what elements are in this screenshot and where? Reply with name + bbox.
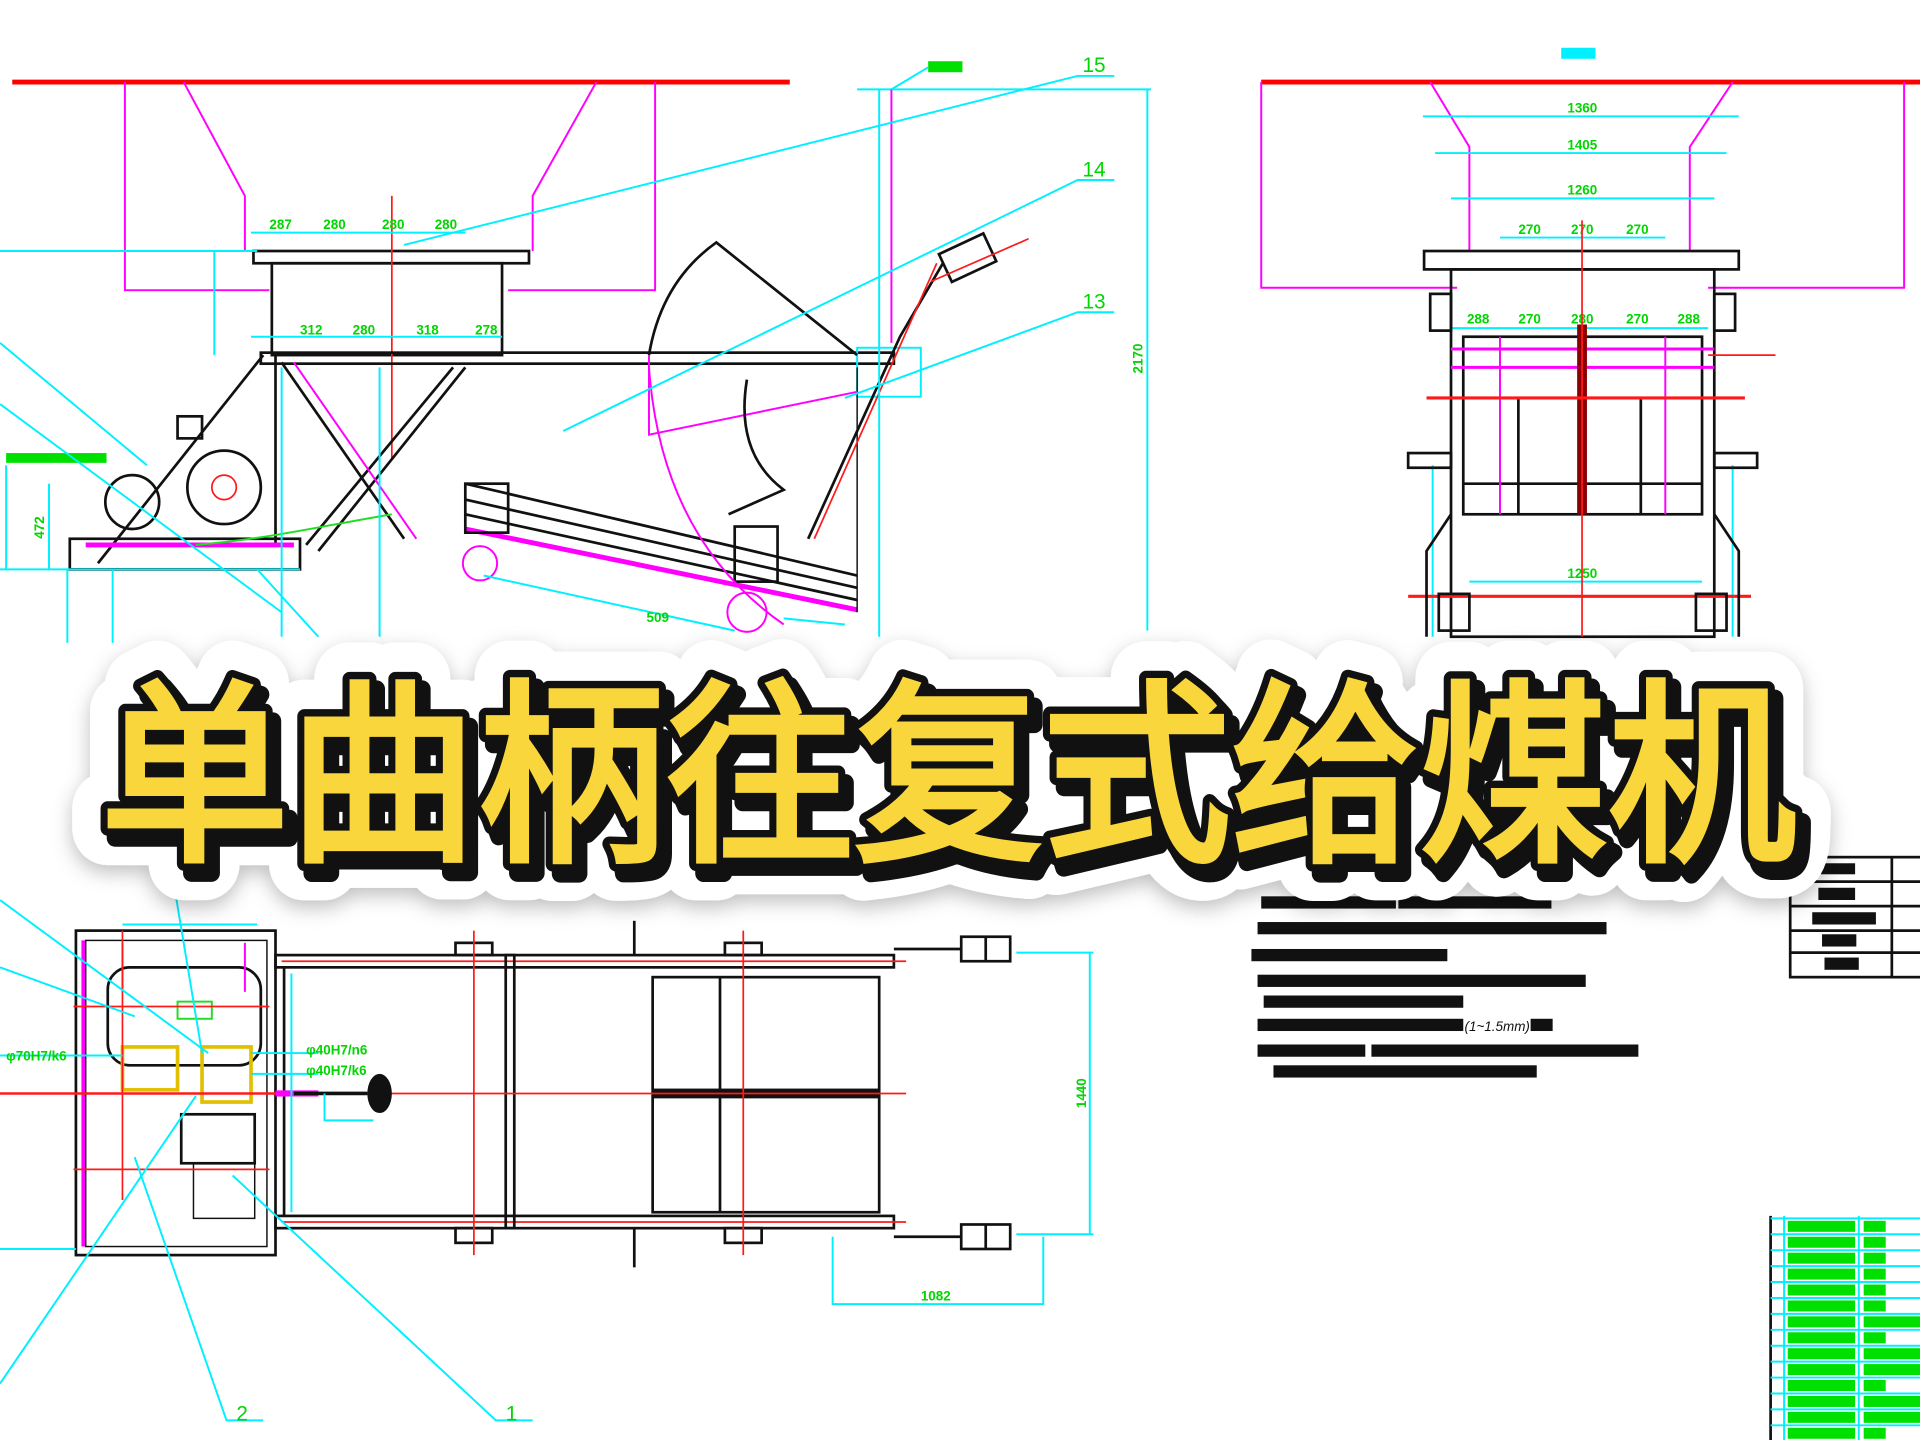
dim-label: 280: [353, 322, 375, 337]
parts-cell: [1787, 1395, 1856, 1407]
part-balloons: 15 14 13: [403, 54, 1115, 432]
dim-label: 2170: [1130, 344, 1145, 374]
front-view: 1360 1405 1260 270 270 270 288 270 280 2…: [1260, 47, 1920, 639]
dim-label: 472: [32, 516, 47, 538]
parts-cell: [1863, 1332, 1886, 1344]
dim-label: 509: [647, 610, 669, 625]
parts-cell: [1787, 1300, 1856, 1312]
parts-cell: [1787, 1268, 1856, 1280]
gate-sector: [647, 240, 858, 626]
title-shadow: 单曲柄往复式给煤机: [108, 674, 1804, 902]
parts-cell: [1863, 1300, 1886, 1312]
parts-cell: [1787, 1348, 1856, 1360]
parts-cell: [1787, 1380, 1856, 1392]
dim-label: 280: [382, 217, 404, 232]
balloon-13: 13: [1082, 291, 1105, 314]
parts-cell: [1787, 1332, 1856, 1344]
dim-label: φ40H7/k6: [306, 1063, 367, 1078]
dim-label: 280: [435, 217, 457, 232]
parts-cell: [1863, 1220, 1886, 1232]
reducer: [103, 473, 161, 531]
dim-label: 1082: [921, 1288, 951, 1303]
dim-label: 312: [300, 322, 322, 337]
parts-cell: [1787, 1252, 1856, 1264]
parts-cell: [1863, 1395, 1920, 1407]
balloon-2: 2: [236, 1402, 248, 1425]
parts-cell: [1863, 1427, 1886, 1439]
feeder-body: [1406, 220, 1776, 639]
title-sticker: 单曲柄往复式给煤机: [100, 664, 1796, 892]
page-title: 单曲柄往复式给煤机: [100, 664, 1796, 892]
parts-list: [1769, 1215, 1920, 1440]
plan-view: 1440 1082 φ70H7/k6 φ40H7/n6 φ40H7/k6 2 1: [0, 869, 1094, 1425]
dim-label: 288: [1678, 311, 1701, 326]
parts-cell: [1787, 1411, 1856, 1423]
dim-label: φ70H7/k6: [6, 1048, 67, 1063]
side-dimension-labels: 287 280 280 280 312 280 318 278 2170 509…: [32, 217, 1145, 625]
feeder-trough: [461, 367, 858, 633]
adjust-handle: [806, 231, 1029, 540]
parts-cell: [1863, 1284, 1886, 1296]
parts-cell: [1863, 1348, 1920, 1360]
dim-label: 1405: [1567, 137, 1597, 152]
dim-label: 1260: [1567, 183, 1597, 198]
dim-label: φ40H7/n6: [306, 1042, 367, 1057]
dim-label: 270: [1626, 222, 1648, 237]
technical-notes: (1~1.5mm): [1251, 896, 1639, 1078]
dim-label: 270: [1518, 311, 1540, 326]
dim-label: 270: [1626, 311, 1648, 326]
parts-cell: [1863, 1252, 1886, 1264]
dim-label: 278: [475, 322, 498, 337]
title-overlay: 单曲柄往复式给煤机 单曲柄往复式给煤机 单曲柄往复式给煤机: [64, 627, 1833, 928]
parts-cell: [1787, 1364, 1856, 1376]
balloon-1: 1: [506, 1402, 518, 1425]
parts-cell: [1787, 1220, 1856, 1232]
dim-label: 1360: [1567, 101, 1597, 116]
parts-cell: [1863, 1364, 1920, 1376]
dim-label: 1440: [1074, 1078, 1089, 1108]
chute-box: [252, 195, 531, 460]
dimension-lines: [0, 88, 1152, 643]
plan-dimensions: 1440 1082 φ70H7/k6 φ40H7/n6 φ40H7/k6: [0, 869, 1094, 1385]
parts-cell: [1863, 1236, 1886, 1248]
motor: [186, 449, 263, 526]
dim-label: 287: [269, 217, 291, 232]
parts-cell: [1787, 1316, 1856, 1328]
dim-label: 270: [1518, 222, 1540, 237]
parts-cell: [1863, 1268, 1886, 1280]
parts-cell: [1787, 1284, 1856, 1296]
parts-cell: [1787, 1236, 1856, 1248]
parts-cell: [1863, 1411, 1920, 1423]
hopper-outline: [123, 81, 657, 292]
parts-cell: [1787, 1427, 1856, 1439]
dim-label: 288: [1467, 311, 1490, 326]
plan-balloons: 2 1: [133, 1156, 533, 1425]
balloon-14: 14: [1082, 158, 1105, 181]
side-view: 287 280 280 280 312 280 318 278 2170 509…: [0, 54, 1152, 643]
title-block: [1788, 855, 1920, 979]
note-fragment: (1~1.5mm): [1464, 1019, 1529, 1034]
dim-label: 280: [323, 217, 345, 232]
dim-label: 318: [416, 322, 439, 337]
balloon-15: 15: [1082, 54, 1105, 77]
trough-frame: [0, 920, 1012, 1268]
parts-cell: [1863, 1316, 1920, 1328]
drive-frame: [6, 354, 467, 571]
parts-cell: [1863, 1380, 1886, 1392]
